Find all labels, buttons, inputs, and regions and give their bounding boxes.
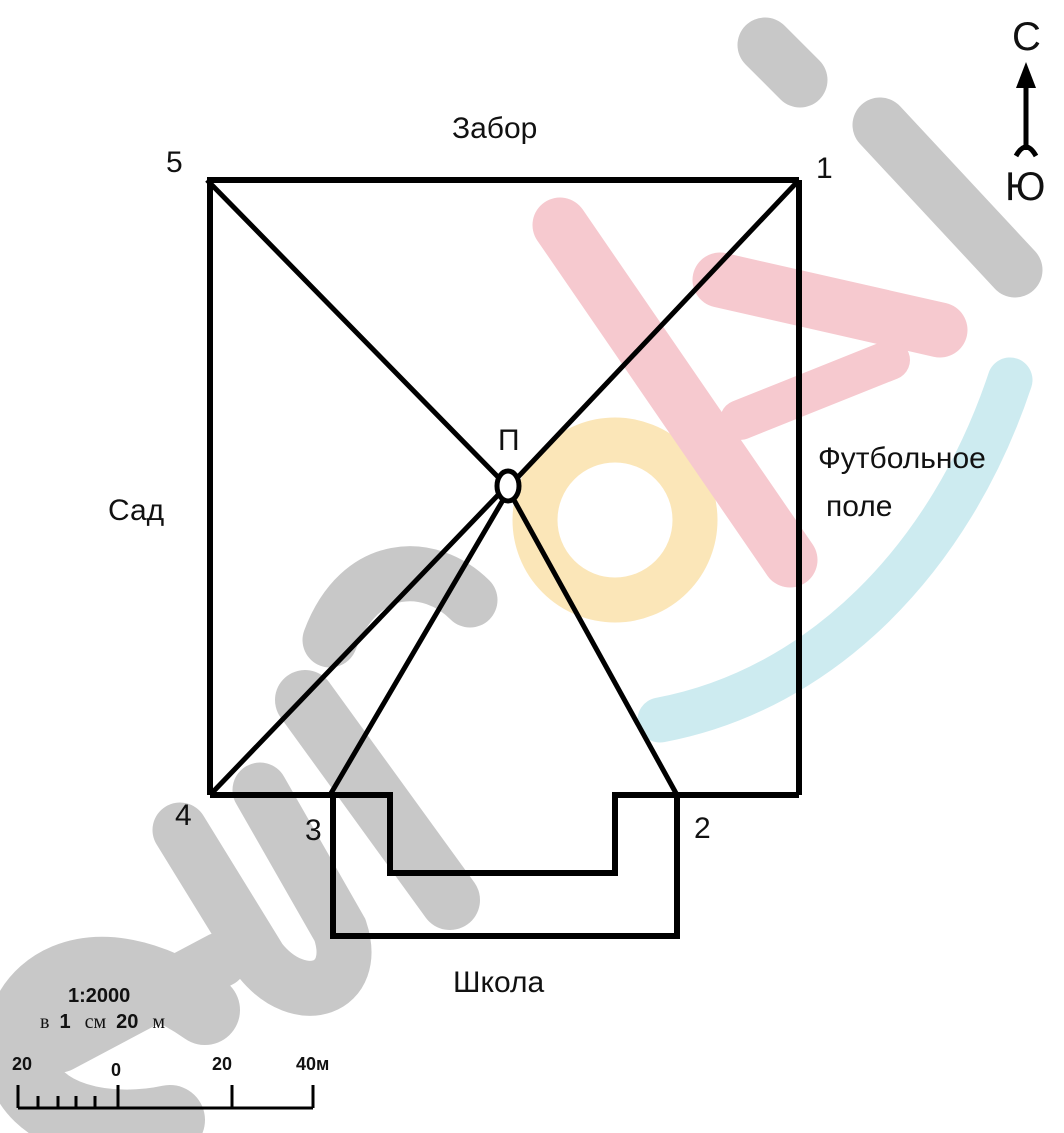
compass-south-label: Ю bbox=[1005, 165, 1045, 209]
watermark-k-leg bbox=[720, 340, 910, 440]
label-football-field-1: Футбольное bbox=[818, 442, 986, 475]
scale-bar bbox=[16, 1085, 315, 1110]
school-outer bbox=[330, 795, 680, 939]
compass-arrow-tail bbox=[1013, 144, 1039, 158]
scale-word-in: в bbox=[40, 1011, 49, 1033]
center-point-marker bbox=[494, 468, 522, 504]
watermark-i-stem bbox=[852, 97, 1043, 298]
label-football-field-2: поле bbox=[826, 490, 892, 523]
scale-word-cm: см bbox=[85, 1011, 107, 1033]
compass: С Ю bbox=[1005, 15, 1045, 209]
scale-label-20: 20 bbox=[212, 1054, 232, 1074]
scale-word-m: м bbox=[152, 1011, 165, 1033]
watermark-o bbox=[512, 417, 718, 623]
scale-words: в 1 см 20 м bbox=[40, 1011, 165, 1033]
watermark-r-hook bbox=[302, 546, 498, 668]
scale-label-40m: 40м bbox=[296, 1054, 329, 1074]
line-p-4 bbox=[208, 491, 502, 797]
watermark bbox=[0, 17, 1043, 1133]
watermark-k-stem bbox=[532, 197, 818, 588]
vertex-label-1: 1 bbox=[816, 152, 833, 185]
watermark-e-bar bbox=[32, 932, 248, 1073]
scale-label-20-left: 20 bbox=[12, 1054, 32, 1074]
scale-word-num2: 20 bbox=[116, 1011, 138, 1033]
watermark-r-stem bbox=[275, 670, 480, 930]
label-garden: Сад bbox=[108, 494, 164, 527]
label-point-p: П bbox=[498, 424, 520, 457]
label-school: Школа bbox=[453, 966, 544, 999]
school-building bbox=[330, 792, 680, 939]
sight-lines bbox=[205, 178, 801, 797]
watermark-i-dot bbox=[737, 17, 828, 108]
watermark-e-arc bbox=[0, 936, 240, 1133]
compass-north-label: С bbox=[1012, 15, 1041, 59]
school-inner bbox=[333, 792, 677, 876]
scale-label-0: 0 bbox=[111, 1060, 121, 1080]
line-p-5 bbox=[205, 178, 500, 479]
scale-ratio: 1:2000 bbox=[68, 985, 130, 1007]
vertex-label-2: 2 bbox=[694, 812, 711, 845]
label-fence: Забор bbox=[452, 112, 537, 145]
watermark-k-arm bbox=[692, 252, 968, 358]
vertex-label-5: 5 bbox=[166, 146, 183, 179]
scale-word-num1: 1 bbox=[59, 1011, 70, 1033]
vertex-label-4: 4 bbox=[175, 799, 192, 832]
line-p-2 bbox=[511, 498, 680, 797]
line-p-3 bbox=[327, 498, 506, 797]
line-p-1 bbox=[516, 178, 801, 479]
compass-arrow-head bbox=[1016, 62, 1036, 88]
watermark-u bbox=[152, 762, 372, 1016]
plot-outline bbox=[207, 177, 802, 798]
scale-legend: 1:2000 в 1 см 20 м 20 0 20 40м bbox=[12, 985, 329, 1110]
vertex-label-3: 3 bbox=[305, 814, 322, 847]
watermark-swoosh bbox=[637, 357, 1033, 743]
